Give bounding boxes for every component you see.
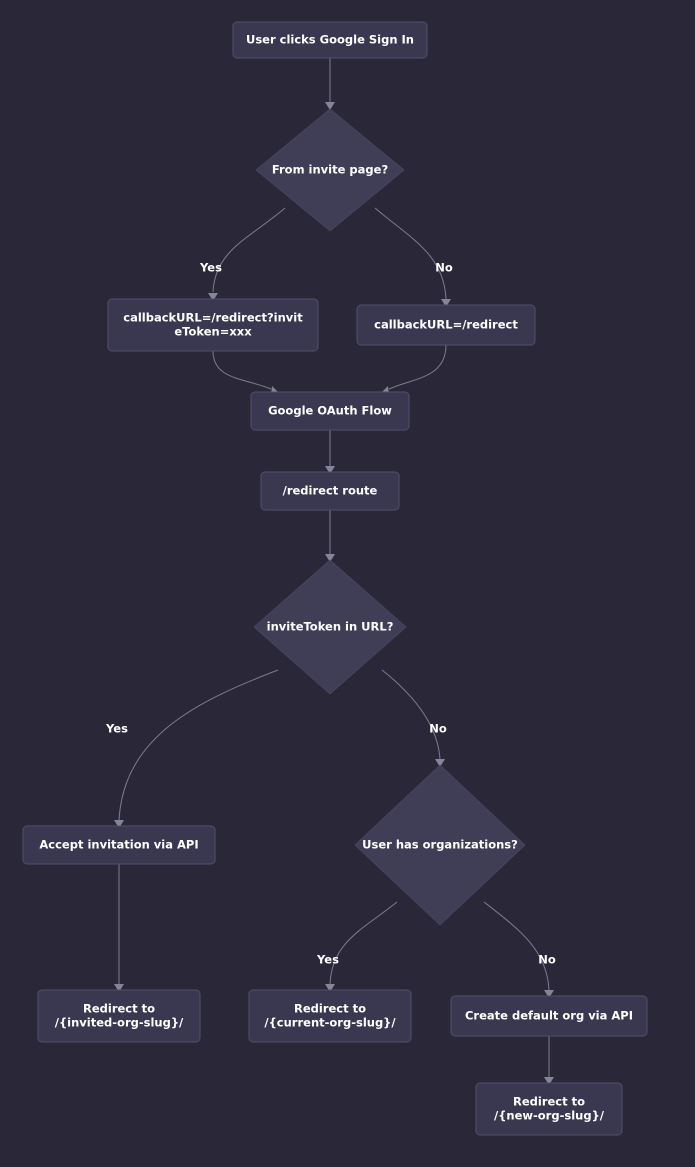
node-label: User has organizations? [362, 838, 518, 852]
edge-e-token-yes [114, 669, 279, 828]
node-label: eToken=xxx [174, 325, 252, 339]
node-create_org[interactable]: Create default org via API [450, 995, 648, 1037]
node-redirect_invited[interactable]: Redirect to/{invited-org-slug}/ [37, 989, 201, 1043]
node-accept_invite[interactable]: Accept invitation via API [22, 825, 216, 865]
edge-label: No [435, 261, 453, 275]
node-label: Google OAuth Flow [268, 404, 392, 418]
node-label: Accept invitation via API [39, 838, 198, 852]
edges-layer [114, 58, 554, 1085]
process-shape [356, 304, 536, 346]
process-shape [107, 298, 319, 352]
edge-e-accept-redirect [114, 864, 124, 992]
node-from_invite[interactable]: From invite page? [255, 108, 405, 232]
nodes-layer: User clicks Google Sign In From invite pa… [22, 21, 648, 1136]
edge-e-invite-no [374, 207, 451, 307]
decision-shape [354, 764, 526, 926]
edge-e-start-invite [325, 58, 335, 110]
edge-e-token-no [381, 669, 445, 767]
decision-shape [253, 559, 407, 695]
edge-e-orgs-yes [325, 901, 398, 992]
edge-label: Yes [199, 261, 222, 275]
process-shape [232, 21, 428, 59]
node-redirect_new[interactable]: Redirect to/{new-org-slug}/ [475, 1082, 623, 1136]
edge-label: Yes [316, 953, 339, 967]
node-callback_invite[interactable]: callbackURL=/redirect?inviteToken=xxx [107, 298, 319, 352]
node-label: /{current-org-slug}/ [264, 1016, 396, 1030]
process-shape [475, 1082, 623, 1136]
process-shape [248, 989, 412, 1043]
node-label: From invite page? [272, 163, 388, 177]
node-invite_token[interactable]: inviteToken in URL? [253, 559, 407, 695]
edge-label: No [538, 953, 556, 967]
node-label: callbackURL=/redirect?invit [123, 311, 303, 325]
node-label: Create default org via API [465, 1009, 633, 1023]
node-label: User clicks Google Sign In [246, 33, 414, 47]
node-label: callbackURL=/redirect [374, 318, 518, 332]
node-redirect_route[interactable]: /redirect route [260, 471, 400, 511]
node-redirect_current[interactable]: Redirect to/{current-org-slug}/ [248, 989, 412, 1043]
edge-e-orgs-no [483, 901, 554, 998]
process-shape [37, 989, 201, 1043]
edge-e-route-token [325, 510, 335, 562]
node-label: Redirect to [83, 1002, 155, 1016]
node-start[interactable]: User clicks Google Sign In [232, 21, 428, 59]
process-shape [260, 471, 400, 511]
process-shape [450, 995, 648, 1037]
edge-e-callbackplain-oauth [381, 344, 447, 395]
decision-shape [255, 108, 405, 232]
edge-e-invite-yes [208, 207, 286, 301]
process-shape [250, 391, 410, 431]
edge-label: No [429, 722, 447, 736]
node-label: /redirect route [283, 484, 378, 498]
node-callback_plain[interactable]: callbackURL=/redirect [356, 304, 536, 346]
node-has_orgs[interactable]: User has organizations? [354, 764, 526, 926]
edge-e-create-redirect [544, 1036, 554, 1085]
node-label: /{invited-org-slug}/ [55, 1016, 184, 1030]
edge-e-callbackinvite-oauth [212, 350, 279, 395]
edge-label: Yes [105, 722, 128, 736]
process-shape [22, 825, 216, 865]
edge-e-oauth-route [325, 430, 335, 474]
node-label: Redirect to [513, 1095, 585, 1109]
node-label: /{new-org-slug}/ [494, 1109, 605, 1123]
node-label: inviteToken in URL? [267, 620, 394, 634]
node-oauth_flow[interactable]: Google OAuth Flow [250, 391, 410, 431]
node-label: Redirect to [294, 1002, 366, 1016]
